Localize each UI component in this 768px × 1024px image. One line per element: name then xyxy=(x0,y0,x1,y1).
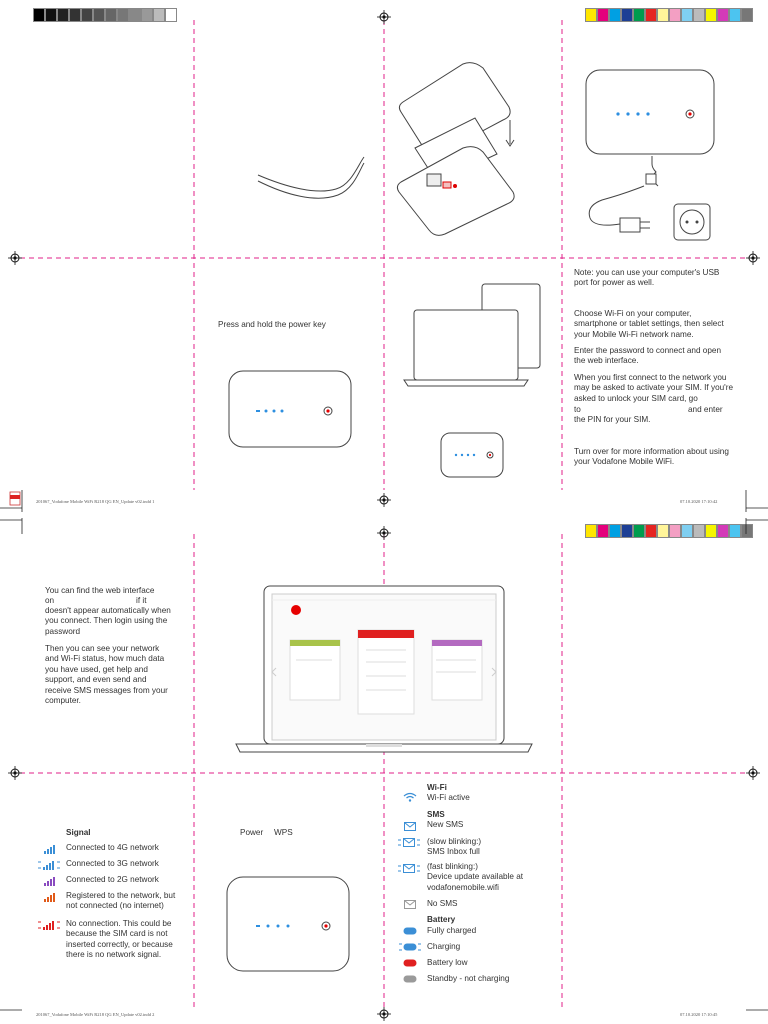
footer-left: 201067_Vodafone Mobile WiFi R218 QG EN_U… xyxy=(36,499,155,504)
power-label: Power xyxy=(240,828,264,837)
signal-2g-text: Connected to 2G network xyxy=(66,875,159,884)
web-interface-on: on xyxy=(45,596,55,605)
web-interface-text: You can find the web interface xyxy=(45,586,155,595)
wifi-active-text: Wi-Fi active xyxy=(427,793,470,802)
battery-heading: Battery xyxy=(427,915,456,924)
battery-low-icon xyxy=(403,959,417,967)
device-small-illustration xyxy=(440,432,504,478)
signal-registered-text: Registered to the network, but not conne… xyxy=(66,891,176,911)
web-interface-login: doesn't appear automatically when you co… xyxy=(45,606,171,636)
battery-charging-text: Charging xyxy=(427,942,461,951)
sms-envelope-icon xyxy=(404,822,416,831)
sim-insert-illustration xyxy=(396,62,515,236)
device-leds-illustration xyxy=(226,876,350,972)
status-text: Then you can see your network and Wi-Fi … xyxy=(45,644,168,706)
signal-2g-icon xyxy=(44,877,55,886)
note-usb-text: Note: you can use your computer's USB po… xyxy=(574,268,720,288)
press-hold-text: Press and hold the power key xyxy=(218,320,326,329)
battery-full-icon xyxy=(403,927,417,935)
registration-mark-icon xyxy=(8,766,22,780)
web-interface-ifit: if it xyxy=(136,596,147,605)
signal-registered-icon xyxy=(44,893,55,902)
sms-blinking-fast-icon xyxy=(398,864,420,873)
sms-none-text: No SMS xyxy=(427,899,458,908)
pdf-icon xyxy=(9,491,21,506)
wps-label: WPS xyxy=(274,828,293,837)
sms-none-icon xyxy=(404,900,416,909)
sms-blinking-slow-icon xyxy=(398,838,420,847)
sms-fast-text: (fast blinking:) Device update available… xyxy=(427,862,524,892)
registration-mark-icon xyxy=(746,251,760,265)
signal-4g-text: Connected to 4G network xyxy=(66,843,159,852)
signal-4g-icon xyxy=(44,845,55,854)
sms-new-text: New SMS xyxy=(427,820,464,829)
footer-left-2: 201067_Vodafone Mobile WiFi R218 QG EN_U… xyxy=(36,1012,155,1017)
registration-mark-icon xyxy=(377,493,391,507)
sms-heading: SMS xyxy=(427,810,445,819)
registration-mark-icon xyxy=(377,10,391,24)
device-charging-illustration xyxy=(585,69,715,241)
signal-3g-text: Connected to 3G network xyxy=(66,859,159,868)
registration-mark-icon xyxy=(746,766,760,780)
laptop-web-ui-illustration xyxy=(235,585,533,753)
signal-none-text: No connection. This could be because the… xyxy=(66,919,173,960)
laptop-tablet-illustration xyxy=(403,283,541,387)
signal-none-icon xyxy=(38,921,60,930)
device-corner-illustration xyxy=(257,156,365,199)
signal-3g-blinking-icon xyxy=(38,861,60,870)
footer-right: 07.10.2020 17:10:42 xyxy=(680,499,718,504)
choose-wifi-text: Choose Wi-Fi on your computer, smartphon… xyxy=(574,309,724,339)
signal-heading: Signal xyxy=(66,828,91,837)
registration-mark-icon xyxy=(8,251,22,265)
first-connect-pin: the PIN for your SIM. xyxy=(574,415,651,424)
turn-over-text: Turn over for more information about usi… xyxy=(574,447,729,467)
wifi-icon xyxy=(403,792,417,802)
battery-charging-icon xyxy=(399,943,421,951)
sms-slow-text: (slow blinking:) SMS Inbox full xyxy=(427,837,482,857)
wifi-heading: Wi-Fi xyxy=(427,783,447,792)
footer-right-2: 07.10.2020 17:10:45 xyxy=(680,1012,718,1017)
enter-password-text: Enter the password to connect and open t… xyxy=(574,346,722,366)
battery-standby-icon xyxy=(403,975,417,983)
battery-full-text: Fully charged xyxy=(427,926,477,935)
battery-low-text: Battery low xyxy=(427,958,468,967)
device-power-illustration xyxy=(228,370,352,448)
registration-mark-icon xyxy=(377,1007,391,1021)
first-connect-text: When you first connect to the network yo… xyxy=(574,373,734,403)
registration-mark-icon xyxy=(377,526,391,540)
first-connect-and: and enter xyxy=(688,405,723,414)
battery-standby-text: Standby - not charging xyxy=(427,974,510,983)
first-connect-to: to xyxy=(574,405,581,414)
